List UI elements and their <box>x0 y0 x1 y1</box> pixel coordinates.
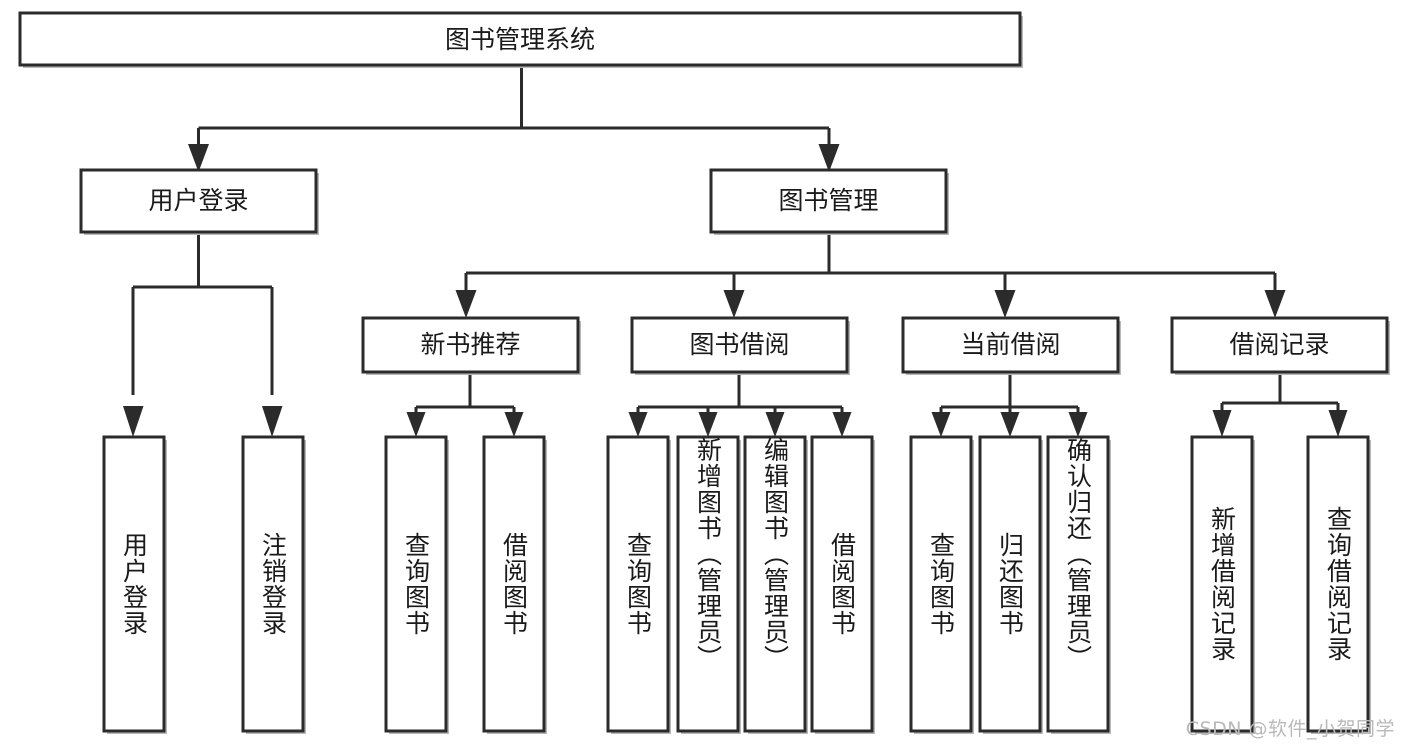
arrow-bookborrow-leaf-1 <box>628 412 648 437</box>
node-current-borrow-label: 当前借阅 <box>960 330 1060 359</box>
leaf-borrow-record-1[interactable] <box>1190 435 1255 734</box>
leaf-book-borrow-3[interactable] <box>743 435 808 734</box>
leaf-user-login-2[interactable] <box>241 435 306 734</box>
arrow-borrow-record <box>1264 290 1286 318</box>
node-user-login[interactable]: 用户登录 <box>79 168 319 235</box>
arrow-currentborrow-leaf-1 <box>931 412 951 437</box>
arrow-currentborrow-leaf-3 <box>1068 412 1088 437</box>
arrow-new-book <box>455 290 477 318</box>
leaf-borrow-record-2[interactable] <box>1306 435 1371 734</box>
node-borrow-record-label: 借阅记录 <box>1229 330 1329 359</box>
leaf-current-borrow-3[interactable] <box>1046 435 1111 734</box>
arrow-bookborrow-leaf-4 <box>832 412 852 437</box>
arrow-book-borrow <box>723 290 745 318</box>
node-book-borrow-label: 图书借阅 <box>689 330 789 359</box>
leaf-current-borrow-1[interactable] <box>909 435 974 734</box>
leaf-current-borrow-2[interactable] <box>978 435 1043 734</box>
node-borrow-record[interactable]: 借阅记录 <box>1170 316 1390 375</box>
leaf-book-borrow-2[interactable] <box>676 435 741 734</box>
arrow-borrowrecord-leaf-2 <box>1328 410 1348 437</box>
nodes-layer: 图书管理系统 用户登录 图书管理 新书推荐 <box>18 11 1390 734</box>
node-new-book-recommend-label: 新书推荐 <box>420 330 520 359</box>
node-book-management[interactable]: 图书管理 <box>709 168 949 235</box>
arrow-bookborrow-leaf-3 <box>765 412 785 437</box>
node-book-management-label: 图书管理 <box>778 186 878 215</box>
edges-layer <box>123 68 1348 437</box>
leaf-book-borrow-1[interactable] <box>606 435 671 734</box>
node-root[interactable]: 图书管理系统 <box>18 11 1023 68</box>
arrow-leaf-logout <box>262 406 283 437</box>
arrow-newbook-leaf-2 <box>504 412 524 437</box>
node-new-book-recommend[interactable]: 新书推荐 <box>361 316 581 375</box>
arrow-borrowrecord-leaf-1 <box>1212 410 1232 437</box>
node-book-borrow[interactable]: 图书借阅 <box>630 316 850 375</box>
csdn-watermark: CSDN @软件_小贺同学 <box>1185 718 1395 740</box>
leaf-book-borrow-4[interactable] <box>810 435 875 734</box>
arrow-user-login <box>188 144 209 172</box>
arrow-book-mgmt <box>818 144 840 172</box>
arrow-leaf-user-login <box>123 406 144 437</box>
arrow-current-borrow <box>994 290 1016 318</box>
leaf-user-login-1[interactable] <box>102 435 167 734</box>
node-user-login-label: 用户登录 <box>148 186 248 215</box>
node-root-label: 图书管理系统 <box>445 25 595 54</box>
leaf-new-book-2[interactable] <box>482 435 547 734</box>
arrow-bookborrow-leaf-2 <box>698 412 718 437</box>
arrow-currentborrow-leaf-2 <box>1000 412 1020 437</box>
arrow-newbook-leaf-1 <box>406 412 426 437</box>
node-current-borrow[interactable]: 当前借阅 <box>901 316 1121 375</box>
leaf-new-book-1[interactable] <box>384 435 449 734</box>
